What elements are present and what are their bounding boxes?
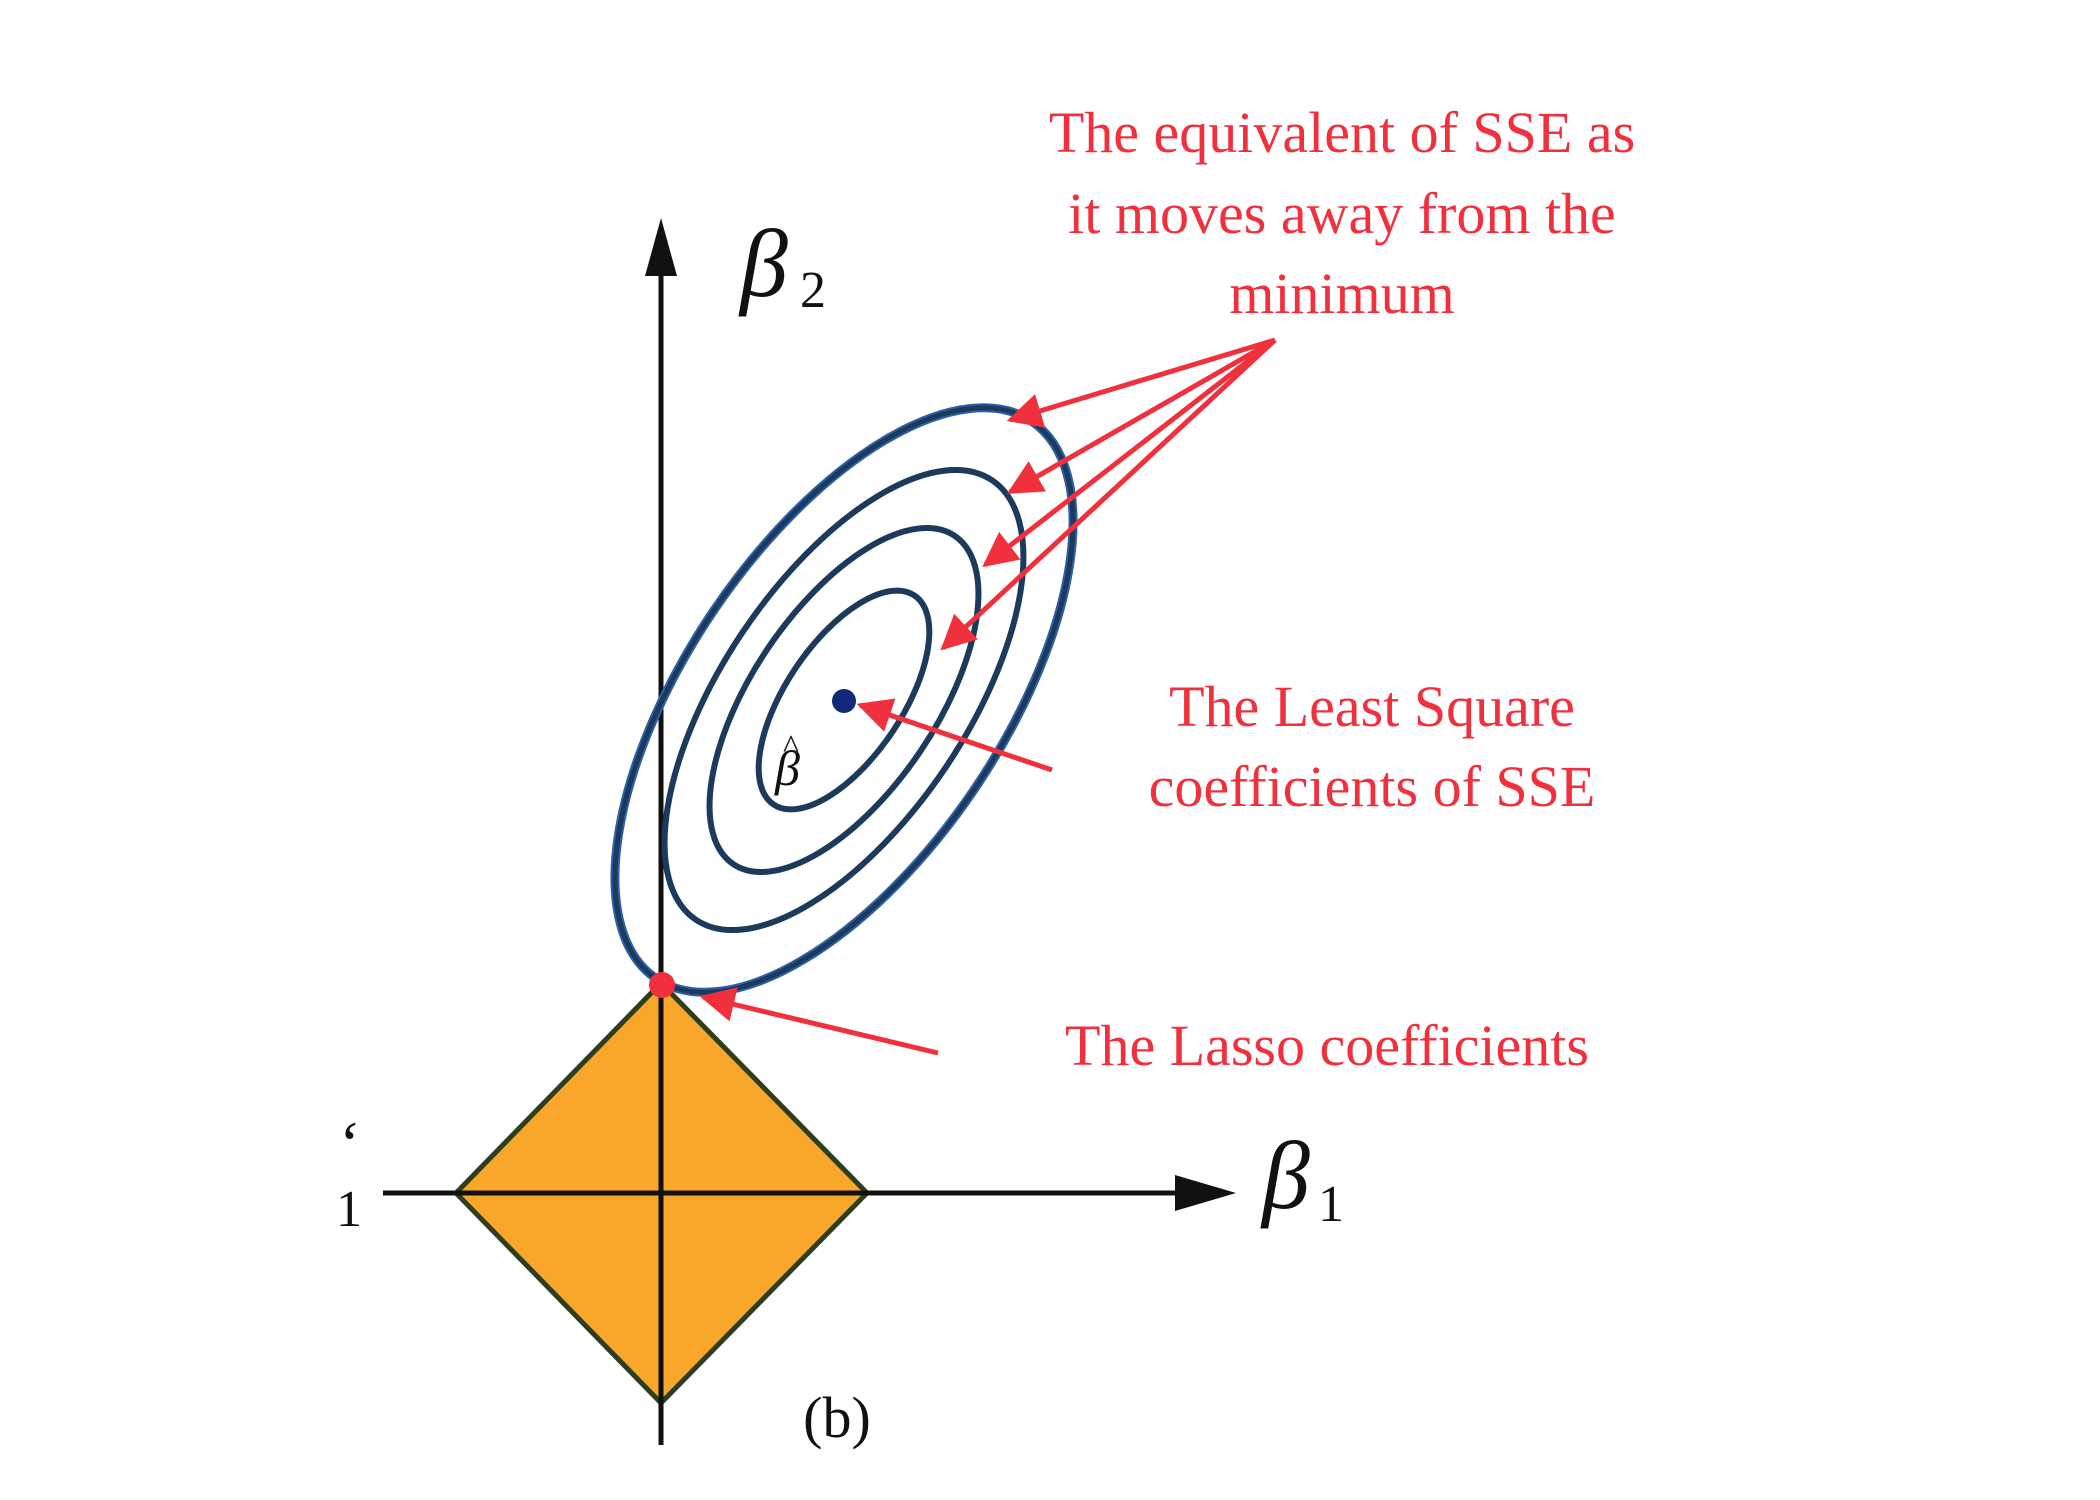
arrow-to-contour-4 bbox=[1006, 337, 1276, 428]
beta2-symbol: β bbox=[738, 210, 788, 317]
y-axis-arrowhead bbox=[645, 218, 677, 276]
x-axis-arrowhead bbox=[1175, 1175, 1236, 1211]
arrow-to-estimate bbox=[856, 698, 1053, 773]
sse-annotation-line-1: The equivalent of SSE as bbox=[1049, 100, 1635, 165]
least-squares-estimate-point bbox=[832, 689, 856, 713]
panel-caption: (b) bbox=[803, 1385, 871, 1450]
beta-hat-caret: ^ bbox=[783, 729, 799, 766]
beta-hat-symbol: β bbox=[774, 740, 800, 796]
contour-ring-3 bbox=[661, 466, 1027, 934]
least-squares-annotation-line-2: coefficients of SSE bbox=[1149, 754, 1596, 819]
sse-annotation-line-3: minimum bbox=[1229, 261, 1455, 326]
least-squares-annotation: The Least Square coefficients of SSE bbox=[1149, 674, 1596, 819]
contour-ring-1 bbox=[755, 587, 933, 813]
sse-annotation-line-2: it moves away from the bbox=[1068, 181, 1616, 246]
least-squares-annotation-line-1: The Least Square bbox=[1169, 674, 1575, 739]
lasso-solution-point bbox=[649, 972, 675, 998]
axes bbox=[383, 218, 1236, 1445]
beta1-subscript: 1 bbox=[1318, 1176, 1344, 1233]
arrow-to-contour-3 bbox=[1006, 337, 1277, 495]
arrow-to-lasso-point bbox=[699, 987, 939, 1056]
arrow-to-contour-1 bbox=[940, 338, 1277, 651]
arrow-to-contour-2 bbox=[982, 338, 1277, 568]
clipped-left-label-top: ʻ bbox=[336, 1108, 357, 1179]
clipped-left-label-sub: 1 bbox=[336, 1181, 362, 1238]
sse-contours-annotation: The equivalent of SSE as it moves away f… bbox=[1049, 100, 1635, 326]
beta1-symbol: β bbox=[1260, 1122, 1310, 1229]
annotation-arrows bbox=[699, 337, 1277, 1056]
beta2-subscript: 2 bbox=[800, 262, 826, 319]
lasso-annotation: The Lasso coefficients bbox=[1065, 1013, 1589, 1078]
contour-ring-2 bbox=[706, 524, 982, 876]
